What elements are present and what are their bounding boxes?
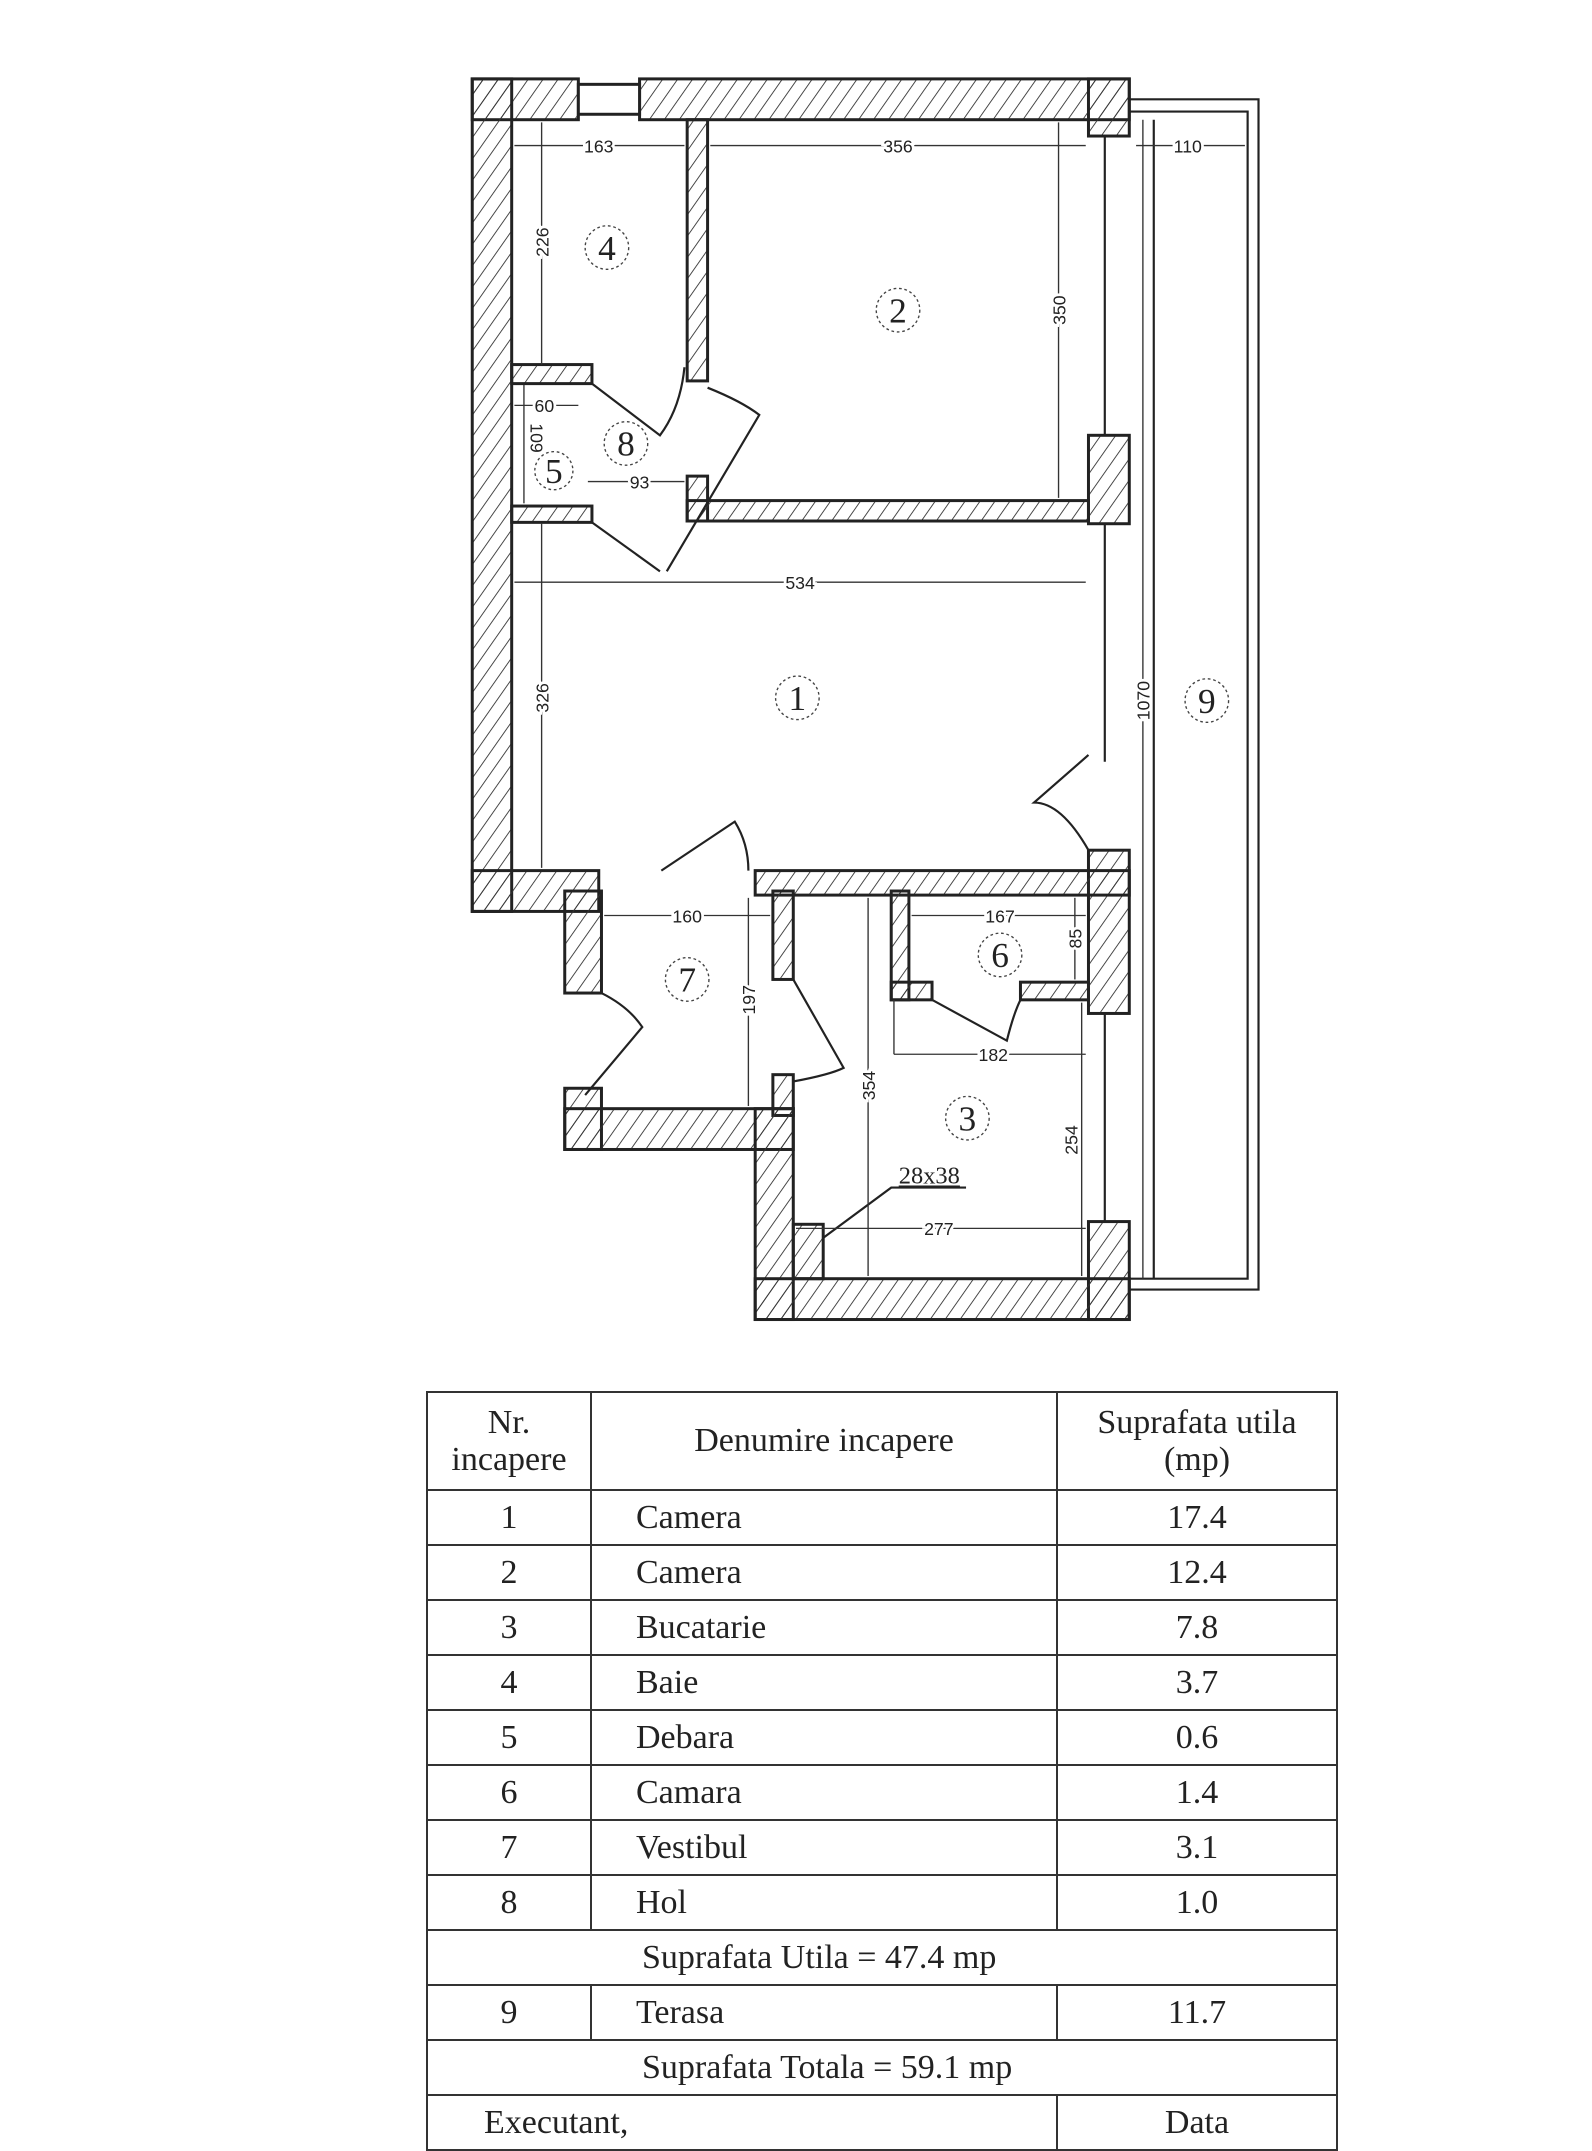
dim-197: 197 — [739, 985, 759, 1015]
executant-label: Executant, — [426, 2094, 1058, 2151]
dim-356: 356 — [883, 136, 913, 156]
total-row: Suprafata Totala = 59.1 mp — [426, 2039, 1338, 2096]
room-label-1: 1 — [774, 675, 820, 721]
dim-160: 160 — [672, 906, 702, 926]
room-label-8: 8 — [603, 421, 649, 466]
dim-1070: 1070 — [1134, 681, 1154, 720]
dim-167: 167 — [985, 906, 1015, 926]
dim-350: 350 — [1049, 295, 1069, 325]
table-header-row: Nr. incapere Denumire incapere Suprafata… — [426, 1391, 1338, 1491]
chimney-label: 28x38 — [899, 1162, 960, 1189]
date-label: Data — [1056, 2094, 1338, 2151]
svg-text:6: 6 — [991, 935, 1009, 975]
dimension-lines — [514, 119, 1245, 1279]
svg-text:7: 7 — [678, 960, 696, 1000]
walls — [470, 77, 1131, 1322]
svg-text:1: 1 — [789, 678, 807, 718]
dim-326: 326 — [532, 683, 552, 713]
dim-226: 226 — [532, 227, 552, 257]
svg-text:3: 3 — [959, 1098, 977, 1138]
header-area: Suprafata utila (mp) — [1056, 1391, 1338, 1491]
header-nr: Nr. incapere — [426, 1391, 592, 1491]
room-label-5: 5 — [534, 451, 574, 491]
subtotal-row: Suprafata Utila = 47.4 mp — [426, 1929, 1338, 1986]
dim-163: 163 — [584, 136, 614, 156]
dim-182: 182 — [978, 1045, 1008, 1065]
door-swings — [584, 367, 1090, 1239]
dimension-labels: 163 356 110 226 350 60 109 93 534 326 10… — [524, 134, 1205, 1242]
svg-text:9: 9 — [1198, 681, 1216, 721]
room-label-7: 7 — [664, 956, 710, 1002]
room-labels: 1 2 3 4 5 6 7 8 9 — [534, 225, 1230, 1141]
room-label-9: 9 — [1184, 678, 1230, 724]
svg-text:5: 5 — [545, 451, 563, 491]
dim-254: 254 — [1062, 1125, 1082, 1155]
dim-93: 93 — [630, 472, 650, 492]
footer-row: Executant, Data — [426, 2094, 1338, 2151]
room-label-4: 4 — [584, 225, 630, 271]
dim-534: 534 — [785, 573, 815, 593]
room-label-3: 3 — [944, 1095, 990, 1141]
dim-109: 109 — [527, 423, 547, 453]
dim-60: 60 — [535, 396, 555, 416]
terrace-outline — [1129, 98, 1260, 1291]
dim-277: 277 — [924, 1219, 954, 1239]
dim-85: 85 — [1066, 929, 1086, 949]
room-label-2: 2 — [875, 287, 921, 333]
room-label-6: 6 — [977, 932, 1023, 978]
room-area-table: Nr. incapere Denumire incapere Suprafata… — [426, 1391, 1338, 2151]
dim-110: 110 — [1174, 136, 1202, 156]
svg-text:8: 8 — [617, 424, 635, 464]
svg-text:4: 4 — [598, 228, 616, 268]
dim-354: 354 — [859, 1071, 879, 1101]
header-name: Denumire incapere — [590, 1391, 1058, 1491]
svg-text:2: 2 — [889, 290, 907, 330]
